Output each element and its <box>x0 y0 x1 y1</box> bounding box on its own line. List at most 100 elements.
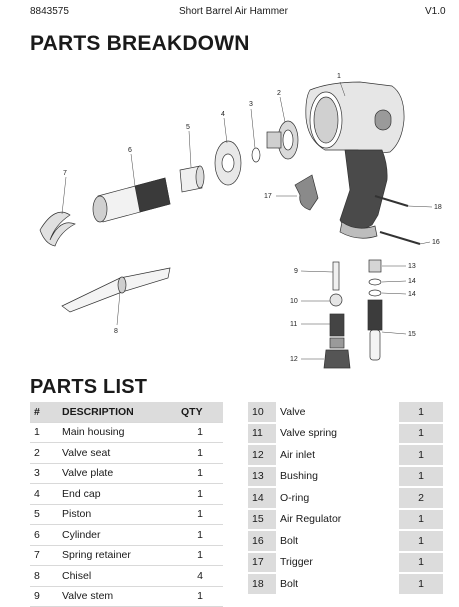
part-qty: 1 <box>399 422 443 445</box>
air-inlet-part <box>323 337 351 369</box>
valve-part <box>329 293 343 307</box>
part-qty: 1 <box>177 545 223 566</box>
valve-plate-part <box>251 147 261 163</box>
part-number: 5 <box>30 504 58 525</box>
part-description: End cap <box>58 483 177 505</box>
part-number: 6 <box>30 524 58 546</box>
part-number: 1 <box>30 422 58 443</box>
callout-13: 13 <box>408 263 416 270</box>
part-number: 13 <box>248 465 276 488</box>
part-qty: 1 <box>177 586 223 607</box>
cylinder-part <box>92 177 171 223</box>
callout-18: 18 <box>434 204 442 211</box>
part-description: Air Regulator <box>276 508 399 531</box>
part-description: Bushing <box>276 465 399 488</box>
part-number: 11 <box>248 422 276 445</box>
bolt-18-part <box>374 195 409 207</box>
parts-list-title: PARTS LIST <box>30 376 148 398</box>
callout-2: 2 <box>277 90 281 97</box>
part-qty: 1 <box>399 551 443 574</box>
callout-15: 15 <box>408 331 416 338</box>
callout-5: 5 <box>186 124 190 131</box>
part-number: 8 <box>30 565 58 587</box>
callout-12: 12 <box>290 356 298 363</box>
table-header-row: # DESCRIPTION QTY <box>30 402 223 423</box>
o-ring-part <box>368 278 382 286</box>
piston-part <box>179 165 205 193</box>
part-description: Bolt <box>276 530 399 553</box>
part-number: 2 <box>30 442 58 464</box>
o-ring-part <box>368 289 382 297</box>
doc-number: 8843575 <box>30 6 69 17</box>
part-number: 9 <box>30 586 58 607</box>
part-number: 10 <box>248 402 276 424</box>
part-description: Valve plate <box>58 463 177 484</box>
callout-14a: 14 <box>408 278 416 285</box>
valve-spring-part <box>329 313 345 337</box>
air-regulator-part <box>367 299 383 361</box>
part-qty: 1 <box>399 465 443 488</box>
part-qty: 1 <box>399 444 443 467</box>
part-qty: 1 <box>399 402 443 424</box>
callout-10: 10 <box>290 298 298 305</box>
chisel-part <box>61 267 171 313</box>
part-qty: 1 <box>177 483 223 505</box>
part-qty: 1 <box>177 442 223 464</box>
main-housing-part <box>305 81 405 239</box>
callout-17: 17 <box>264 193 272 200</box>
spring-retainer-part <box>39 211 76 247</box>
parts-breakdown-title: PARTS BREAKDOWN <box>30 32 250 55</box>
valve-stem-part <box>332 261 340 291</box>
doc-title: Short Barrel Air Hammer <box>179 6 288 17</box>
part-qty: 1 <box>177 504 223 525</box>
part-description: Main housing <box>58 422 177 443</box>
part-number: 17 <box>248 551 276 574</box>
part-description: Air inlet <box>276 444 399 467</box>
part-number: 15 <box>248 508 276 531</box>
callout-16: 16 <box>432 239 440 246</box>
part-number: 4 <box>30 483 58 505</box>
part-description: Valve stem <box>58 586 177 607</box>
callout-11: 11 <box>290 321 297 328</box>
col-number: # <box>30 402 58 423</box>
part-description: Cylinder <box>58 524 177 546</box>
part-description: Spring retainer <box>58 545 177 566</box>
part-description: Piston <box>58 504 177 525</box>
bolt-16-part <box>379 231 421 245</box>
callout-9: 9 <box>294 268 298 275</box>
trigger-part <box>294 174 319 211</box>
part-description: Valve <box>276 402 399 424</box>
callout-7: 7 <box>63 170 67 177</box>
part-qty: 1 <box>177 422 223 443</box>
part-qty: 1 <box>177 524 223 546</box>
bushing-part <box>368 259 382 273</box>
part-description: O-ring <box>276 487 399 510</box>
part-qty: 1 <box>399 573 443 596</box>
callout-3: 3 <box>249 101 253 108</box>
doc-version: V1.0 <box>425 6 446 17</box>
part-qty: 1 <box>399 508 443 531</box>
part-number: 18 <box>248 573 276 596</box>
part-number: 12 <box>248 444 276 467</box>
callout-4: 4 <box>221 111 225 118</box>
part-number: 7 <box>30 545 58 566</box>
part-description: Chisel <box>58 565 177 587</box>
